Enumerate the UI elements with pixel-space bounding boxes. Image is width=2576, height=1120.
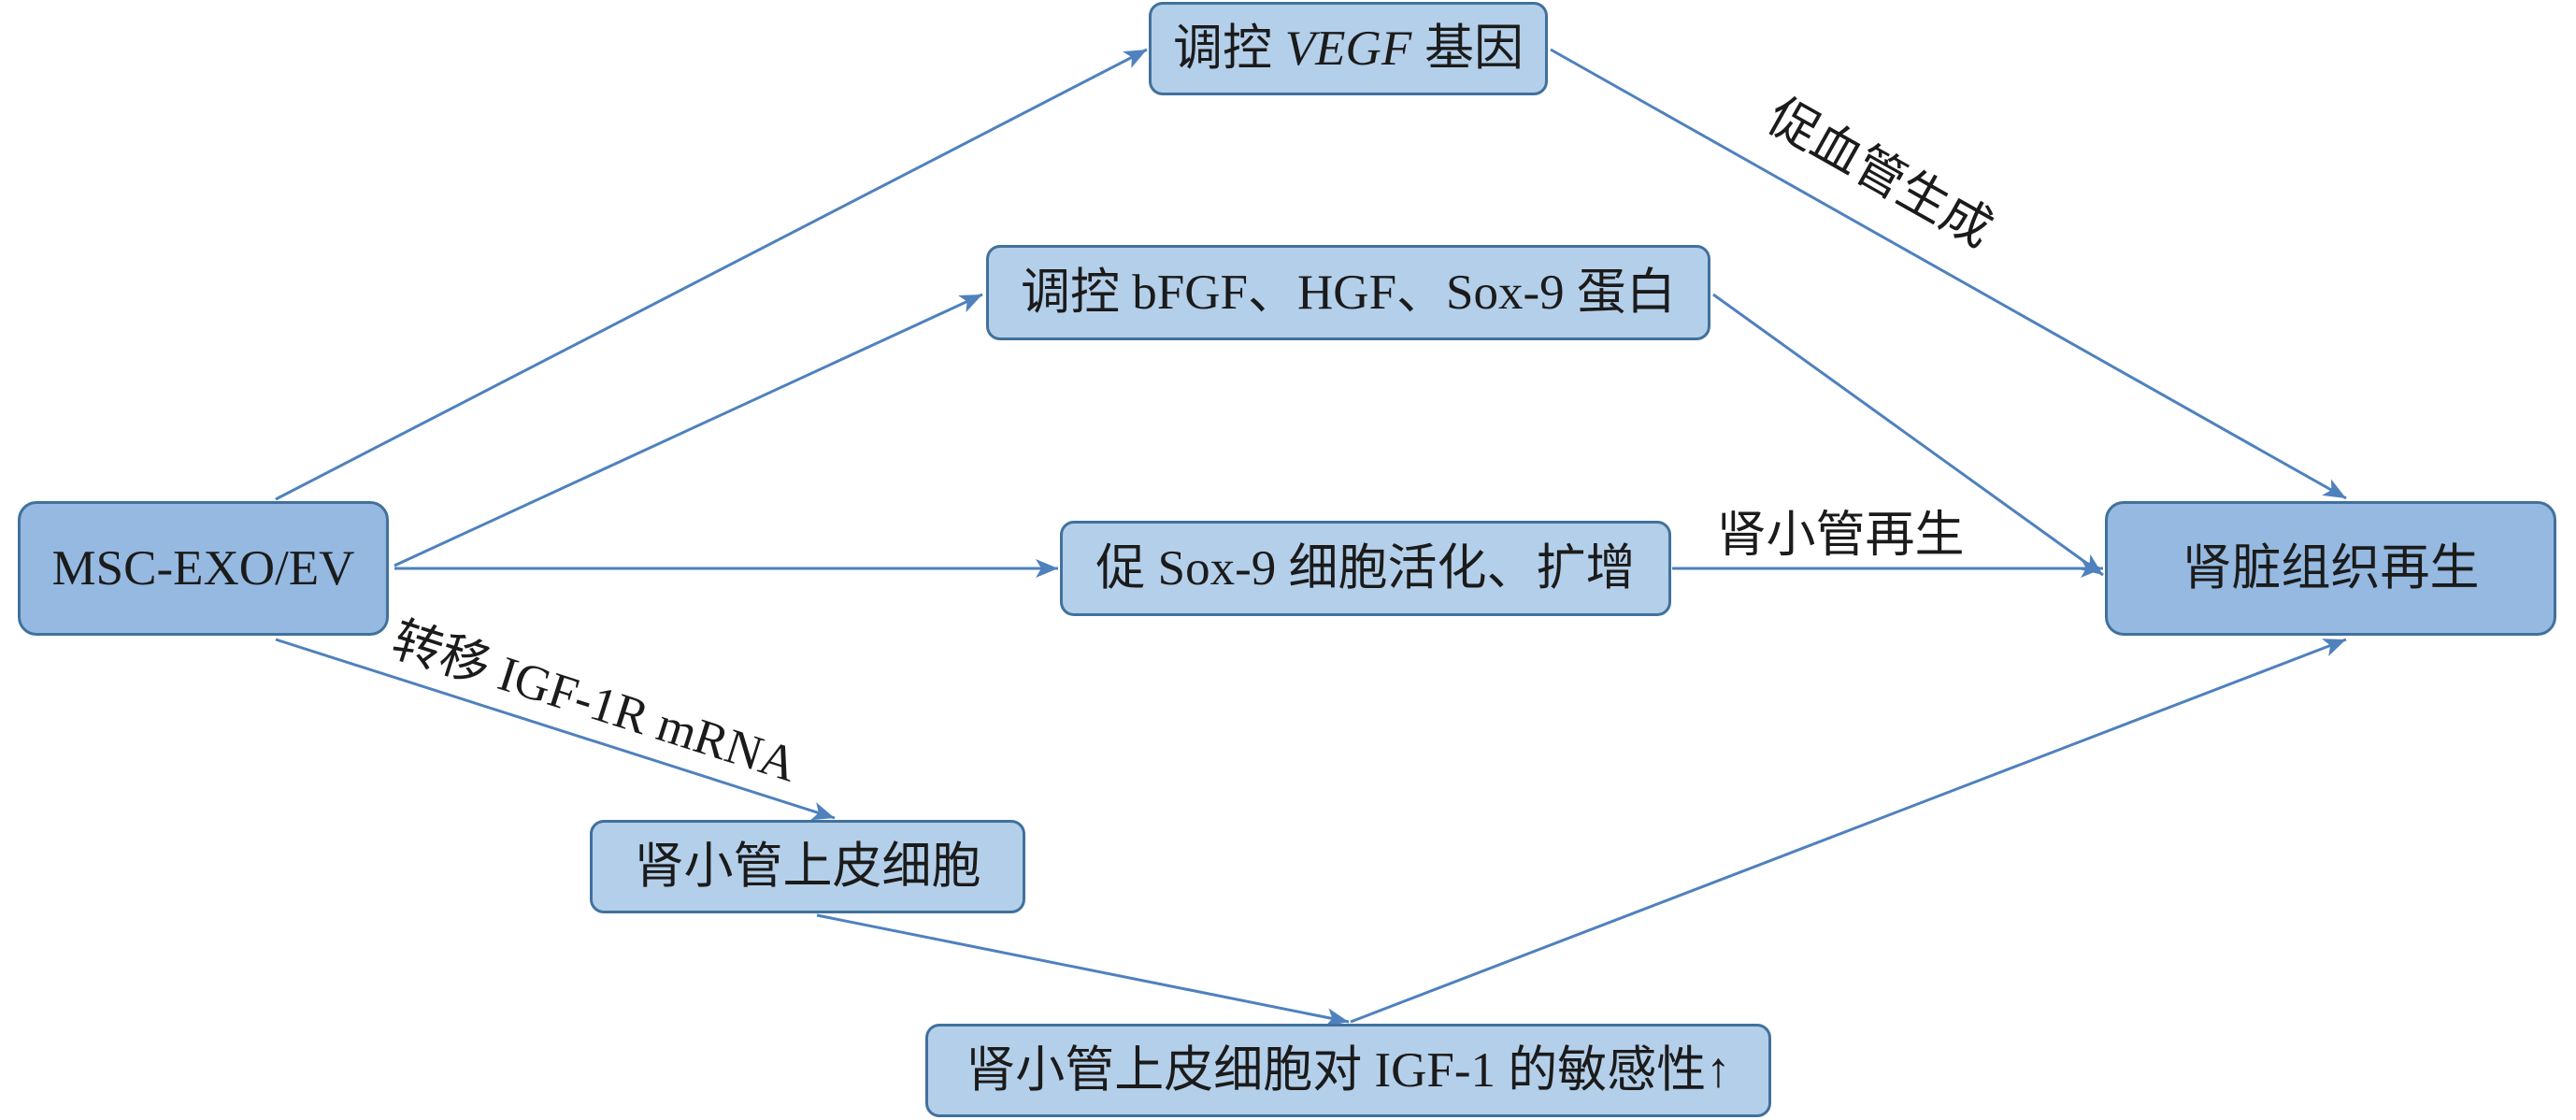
arrow-tubular-cells-to-igf1 [816, 913, 1350, 1027]
node-sox9-activation: 促 Sox-9 细胞活化、扩增 [1060, 521, 1671, 616]
node-tubular-epithelial-cells: 肾小管上皮细胞 [590, 820, 1025, 913]
arrow-msc-to-vegf [275, 48, 1148, 501]
node-bfgf-label: 调控 bFGF、HGF、Sox-9 蛋白 [1021, 265, 1676, 320]
arrow-bfgf-to-kidney [1712, 293, 2104, 577]
node-bfgf-hgf-sox9-regulation: 调控 bFGF、HGF、Sox-9 蛋白 [986, 245, 1710, 340]
node-igf1-sensitivity: 肾小管上皮细胞对 IGF-1 的敏感性↑ [925, 1024, 1771, 1117]
edge-label-tubule-regeneration: 肾小管再生 [1716, 508, 1965, 563]
node-vegf-gene: VEGF [1284, 21, 1412, 76]
arrow-vegf-to-kidney [1550, 48, 2347, 500]
arrow-msc-to-bfgf [394, 293, 983, 567]
node-sox9-label: 促 Sox-9 细胞活化、扩增 [1095, 540, 1636, 596]
arrow-igf1-to-kidney [1350, 638, 2347, 1024]
node-vegf-regulation: 调控 VEGF 基因 [1149, 2, 1548, 95]
node-msc-label: MSC-EXO/EV [51, 540, 355, 596]
node-igf1-label: 肾小管上皮细胞对 IGF-1 的敏感性↑ [966, 1042, 1731, 1098]
node-vegf-suffix: 基因 [1424, 21, 1524, 76]
node-msc-exo-ev: MSC-EXO/EV [18, 501, 389, 636]
node-kidney-regeneration: 肾脏组织再生 [2105, 501, 2556, 636]
node-vegf-prefix: 调控 [1173, 21, 1273, 76]
arrow-msc-to-tubular-cells [275, 638, 836, 821]
node-tubular-label: 肾小管上皮细胞 [634, 839, 981, 894]
node-kidney-label: 肾脏组织再生 [2182, 540, 2480, 596]
